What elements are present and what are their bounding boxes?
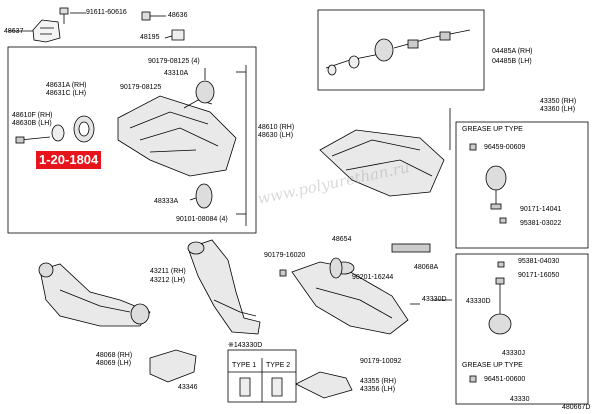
label-43330j: 43330J — [502, 350, 525, 357]
label-90179-08125: 90179-08125 — [120, 84, 162, 91]
label-48069: 48069 (LH) — [96, 360, 132, 367]
label-04485b: 04485B (LH) — [492, 58, 532, 65]
label-43350: 43350 (RH) — [540, 98, 577, 105]
label-96451-00600: 96451-00600 — [484, 376, 526, 383]
part-43346-drawing — [149, 349, 197, 383]
clip-48636-drawing — [141, 11, 166, 21]
label-95381-04030: 95381-04030 — [518, 258, 560, 265]
label-48068a: 48068A — [414, 264, 439, 271]
label-90201-16244: 90201-16244 — [352, 274, 394, 281]
upper-arm-43350-drawing — [319, 108, 451, 197]
label-90171-16050: 90171-16050 — [518, 272, 560, 279]
bracket-48637-drawing — [8, 19, 61, 43]
label-43330d-a: 43330D — [422, 296, 447, 303]
steering-knuckle-drawing — [187, 239, 261, 335]
label-48631c: 48631C (LH) — [46, 90, 87, 97]
label-48610f: 48610F (RH) — [12, 112, 53, 119]
label-96459-00609: 96459-00609 — [484, 144, 526, 151]
camber-kit-box — [317, 9, 485, 91]
label-90179-08125-4: 90179-08125 (4) — [148, 58, 200, 65]
type1-icon — [239, 377, 251, 397]
label-90101-08084: 90101-08084 (4) — [176, 216, 228, 223]
label-43355: 43355 (RH) — [360, 378, 397, 385]
label-90179-10092: 90179-10092 — [360, 358, 402, 365]
label-48195: 48195 — [140, 34, 160, 41]
lower-arm-48654-drawing — [279, 243, 431, 335]
label-48068: 48068 (RH) — [96, 352, 133, 359]
label-type-2: TYPE 2 — [266, 362, 291, 369]
label-43330d-b: 43330D — [466, 298, 491, 305]
highlighted-part-number[interactable]: 1-20-1804 — [36, 151, 102, 169]
label-90179-16020: 90179-16020 — [264, 252, 306, 259]
label-type-1: TYPE 1 — [232, 362, 257, 369]
label-43356: 43356 (LH) — [360, 386, 396, 393]
label-48631a: 48631A (RH) — [46, 82, 87, 89]
diagram-number: 480667D — [562, 404, 591, 411]
bushing-48631-drawing — [15, 115, 95, 144]
bump-stopper-48333a-drawing — [189, 183, 213, 209]
bolt-91611-drawing — [59, 7, 86, 24]
grease-up-box-lower — [455, 253, 589, 405]
label-48630b: 48630B (LH) — [12, 120, 52, 127]
clip-48195-drawing — [164, 29, 185, 41]
part-43355-drawing — [295, 371, 353, 399]
ball-joint-lower-drawing — [469, 261, 512, 383]
label-90171-14041: 90171-14041 — [520, 206, 562, 213]
label-grease-up-type-1: GREASE UP TYPE — [462, 126, 523, 133]
upper-arm-group-box — [7, 46, 257, 234]
label-95381-03022: 95381-03022 — [520, 220, 562, 227]
lower-arm-48068-drawing — [38, 262, 151, 327]
label-48630: 48630 (LH) — [258, 132, 294, 139]
ball-joint-upper-drawing — [469, 143, 507, 224]
grease-up-box-upper — [455, 121, 589, 249]
label-143330d: ※143330D — [228, 342, 263, 349]
label-43212: 43212 (LH) — [150, 277, 186, 284]
camber-kit-drawing — [325, 29, 471, 76]
upper-control-arm-drawing — [117, 68, 237, 177]
label-48610: 48610 (RH) — [258, 124, 295, 131]
label-48636: 48636 — [168, 12, 188, 19]
label-91611-60616: 91611-60616 — [86, 9, 127, 16]
label-48654: 48654 — [332, 236, 352, 243]
label-48637: 48637 — [4, 28, 24, 35]
label-43360: 43360 (LH) — [540, 106, 576, 113]
label-43310a: 43310A — [164, 70, 189, 77]
label-43346: 43346 — [178, 384, 198, 391]
label-43330: 43330 — [510, 396, 530, 403]
label-43211: 43211 (RH) — [150, 268, 186, 275]
label-grease-up-type-2: GREASE UP TYPE — [462, 362, 523, 369]
type2-icon — [271, 377, 283, 397]
label-04485a: 04485A (RH) — [492, 48, 533, 55]
label-48333a: 48333A — [154, 198, 179, 205]
